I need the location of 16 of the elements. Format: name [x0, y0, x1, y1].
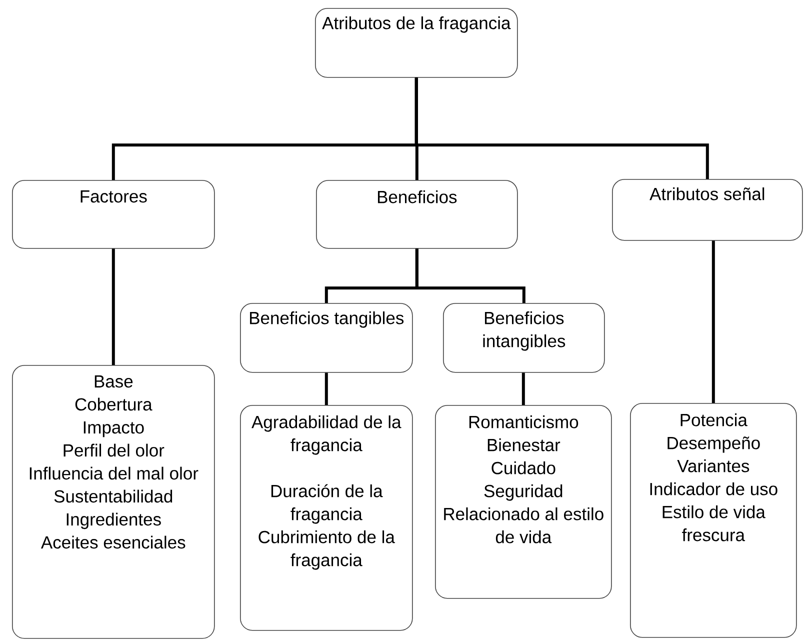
- subcategory-box: Beneficios tangibles: [240, 303, 413, 373]
- connector-line: [415, 248, 526, 303]
- connector-line: [522, 372, 525, 405]
- list-box: Base Cobertura Impacto Perfil del olor Influencia del mal olor Sustentabilidad Ingredientes Aceites esenciales: [12, 365, 215, 639]
- connector-line: [414, 78, 709, 179]
- connector-line: [112, 248, 115, 365]
- connector-line: [324, 372, 328, 405]
- connector-line: [712, 240, 715, 403]
- category-box: Beneficios: [316, 180, 518, 249]
- root-box: Atributos de la fragancia: [315, 8, 518, 78]
- category-box: Factores: [12, 180, 215, 249]
- list-box: Agradabilidad de la fragancia Duración de la fragancia Cubrimiento de la fragancia: [240, 405, 413, 631]
- category-box: Atributos señal: [612, 179, 803, 241]
- list-box: Romanticismo Bienestar Cuidado Seguridad Relacionado al estilo de vida: [435, 405, 612, 599]
- subcategory-box: Beneficios intangibles: [443, 303, 605, 373]
- list-box: Potencia Desempeño Variantes Indicador de uso Estilo de vida frescura: [630, 403, 797, 638]
